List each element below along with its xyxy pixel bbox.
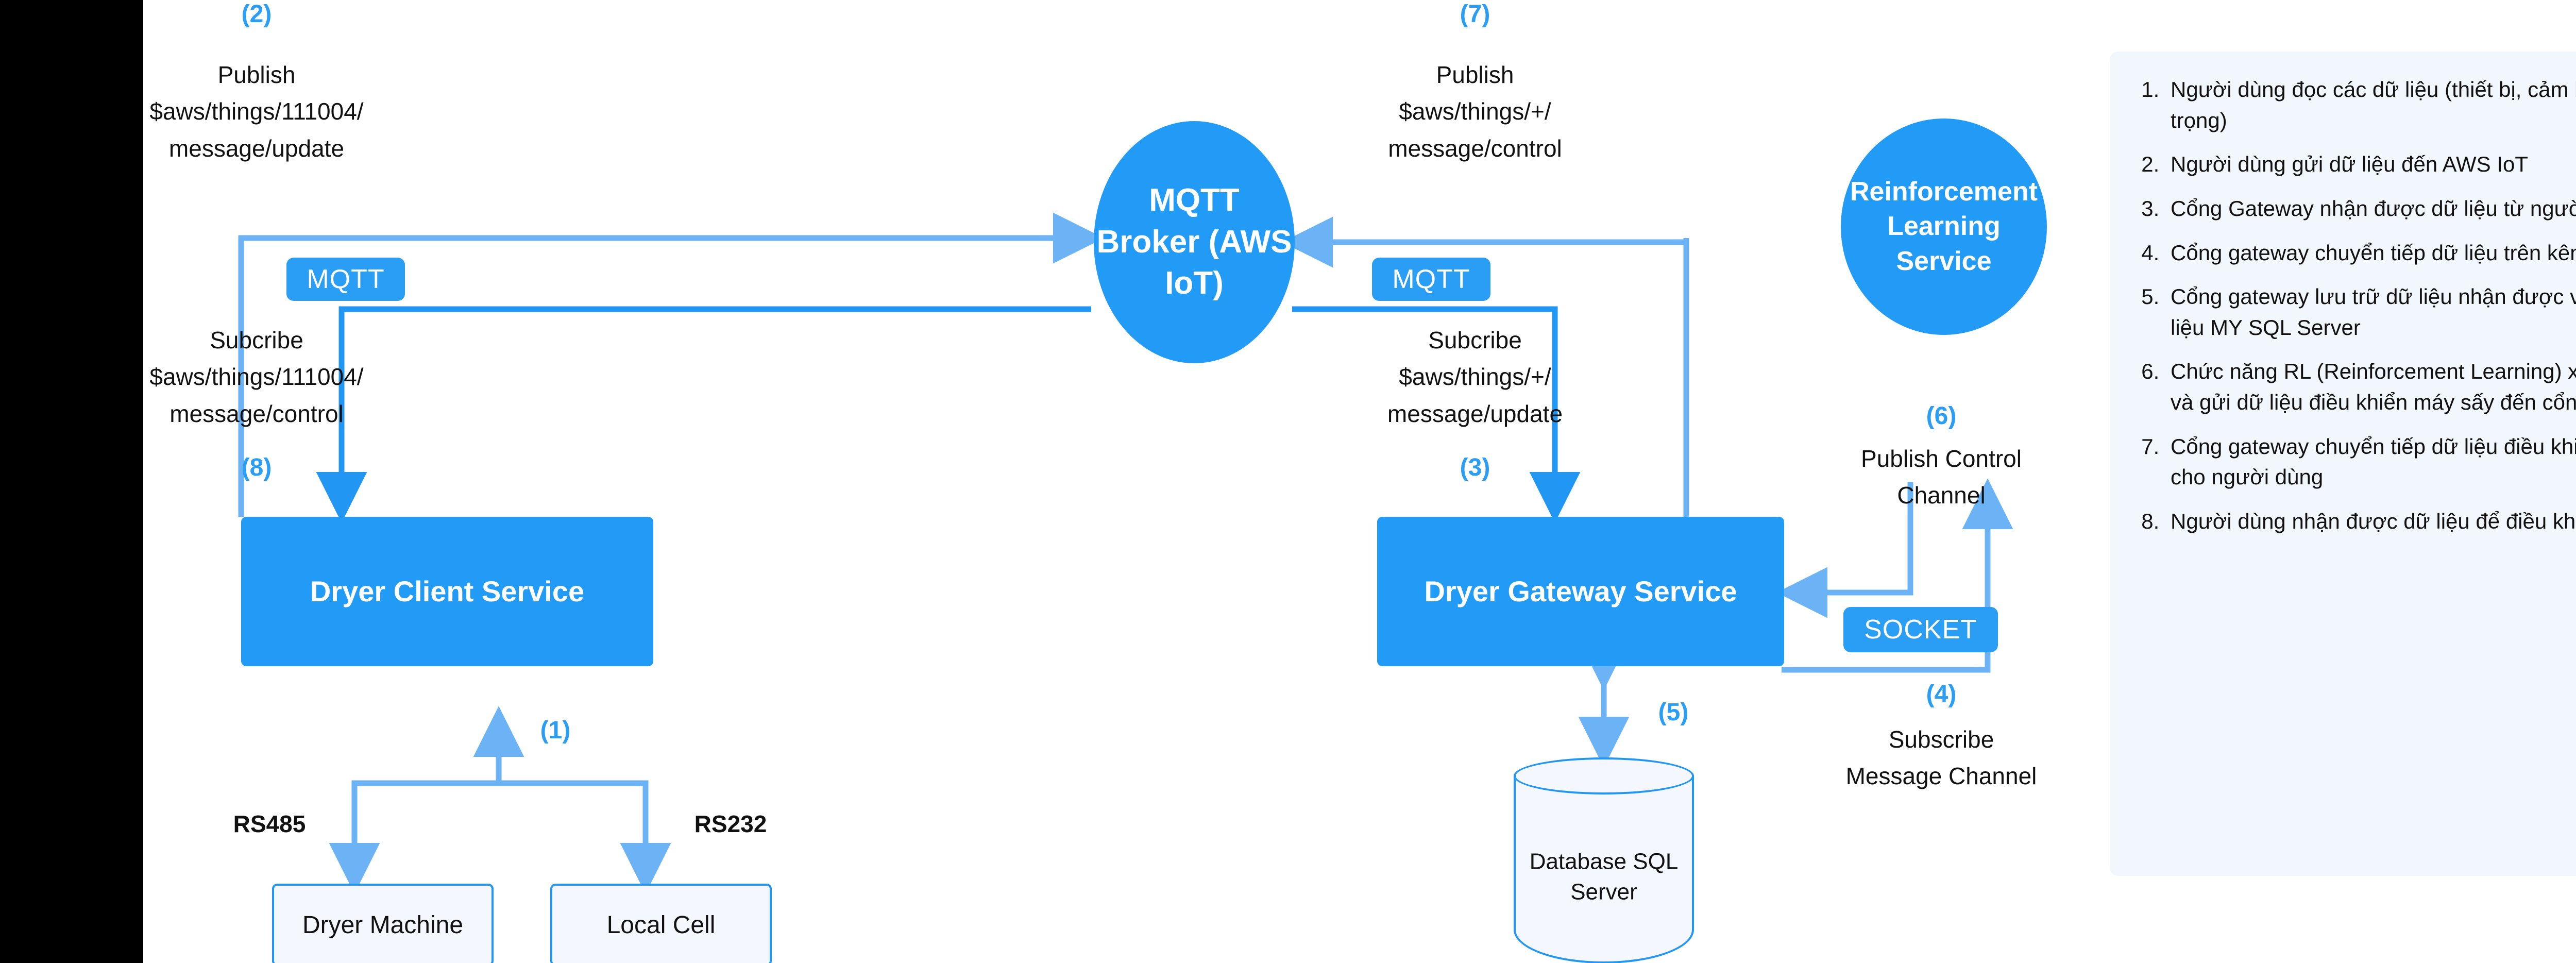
node-database-sql-server[interactable]: Database SQL Server (1514, 757, 1694, 963)
step-number-1: (1) (540, 717, 571, 744)
badge-mqtt-right[interactable]: MQTT (1372, 258, 1490, 301)
label-rs485: RS485 (233, 810, 306, 837)
wire-bus-split (351, 780, 649, 881)
label-subscribe-update: Subcribe $aws/things/+/ message/update (1387, 327, 1563, 427)
list-item: Người dùng đọc các dữ liệu (thiết bị, cả… (2165, 74, 2576, 136)
step-number-4: (4) (1926, 681, 1957, 708)
database-label: Database SQL Server (1529, 849, 1679, 905)
badge-mqtt-left[interactable]: MQTT (286, 258, 405, 301)
step-number-5: (5) (1658, 699, 1689, 726)
wire-broker-to-client (316, 306, 1091, 523)
node-local-cell[interactable]: Local Cell (550, 884, 772, 963)
label-publish-update: Publish $aws/things/111004/ message/upda… (149, 61, 364, 162)
label-subscribe-message-channel: Subscribe Message Channel (1845, 726, 2037, 790)
steps-list: Người dùng đọc các dữ liệu (thiết bị, cả… (2134, 74, 2576, 537)
label-publish-control: Publish $aws/things/+/ message/control (1388, 61, 1562, 162)
wire-gateway-to-broker-top (1282, 216, 1689, 268)
list-item: Cổng gateway chuyển tiếp dữ liệu điều kh… (2165, 431, 2576, 493)
diagram-canvas: (2) (7) (8) (3) (6) (4) (5) (1) Publish … (143, 0, 2576, 963)
list-item: Người dùng gửi dữ liệu đến AWS IoT (2165, 149, 2576, 180)
label-rs232: RS232 (694, 810, 767, 837)
list-item: Người dùng nhận được dữ liệu để điều khi… (2165, 506, 2576, 537)
node-dryer-client-service[interactable]: Dryer Client Service (241, 517, 653, 666)
badge-socket[interactable]: SOCKET (1843, 607, 1998, 652)
cylinder-top-ellipse (1514, 757, 1694, 795)
step-number-3: (3) (1460, 454, 1490, 481)
list-item: Chức năng RL (Reinforcement Learning) xử… (2165, 356, 2576, 417)
steps-panel: Người dùng đọc các dữ liệu (thiết bị, cả… (2110, 52, 2576, 876)
step-number-7: (7) (1460, 1, 1490, 28)
node-dryer-machine[interactable]: Dryer Machine (272, 884, 494, 963)
node-mqtt-broker[interactable]: MQTT Broker (AWS IoT) (1094, 121, 1295, 363)
step-number-2: (2) (241, 1, 272, 28)
cylinder-body (1514, 776, 1694, 963)
list-item: Cổng gateway chuyển tiếp dữ liệu trên kê… (2165, 238, 2576, 268)
list-item: Cổng Gateway nhận được dữ liệu từ người … (2165, 193, 2576, 224)
node-dryer-gateway-service[interactable]: Dryer Gateway Service (1377, 517, 1784, 666)
step-number-6: (6) (1926, 402, 1957, 430)
step-number-8: (8) (241, 454, 272, 481)
label-publish-control-channel: Publish Control Channel (1861, 445, 2022, 509)
node-rl-service[interactable]: Reinforcement Learning Service (1841, 119, 2047, 335)
label-subscribe-control: Subcribe $aws/things/111004/ message/con… (149, 327, 364, 427)
list-item: Cổng gateway lưu trữ dữ liệu nhận được v… (2165, 281, 2576, 343)
